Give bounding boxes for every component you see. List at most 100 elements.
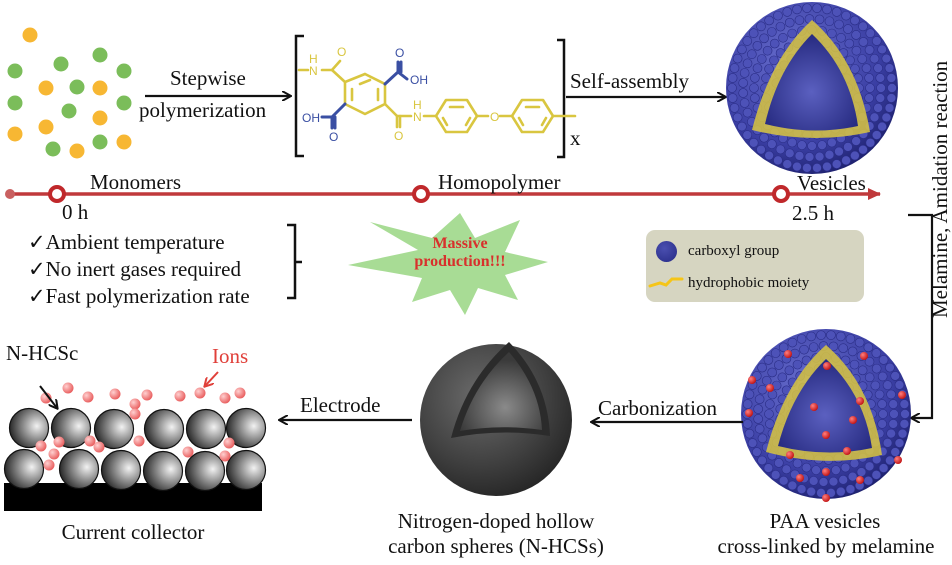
vesicle-bead	[865, 28, 876, 39]
vesicle-bead	[799, 344, 809, 355]
vesicle-bead	[727, 83, 737, 93]
vesicle-bead	[865, 137, 876, 148]
vesicle-bead	[847, 346, 858, 357]
timeline-time-monomers: 0 h	[62, 200, 89, 224]
vesicle-bead	[816, 330, 826, 340]
vesicle-bead	[885, 455, 895, 466]
check-icon: ✓	[28, 257, 46, 281]
vesicle-bead	[851, 45, 862, 56]
vesicle-bead	[884, 103, 895, 113]
vesicle-bead	[841, 155, 851, 166]
legend-label-hydrophobic: hydrophobic moiety	[688, 275, 810, 291]
vesicle-bead	[792, 458, 803, 469]
monomer-green-dot	[116, 95, 132, 111]
melamine-crosslink-dot	[843, 447, 851, 455]
vesicle-bead	[888, 399, 899, 409]
vesicle-bead	[764, 409, 774, 419]
vesicle-bead	[729, 63, 740, 73]
melamine-crosslink-dot	[822, 494, 830, 502]
vesicle-bead	[864, 73, 874, 83]
monomer-green-dot	[53, 56, 69, 72]
melamine-crosslink-dot	[786, 451, 794, 459]
n-hcs-ball	[184, 450, 226, 492]
vesicle-bead	[827, 28, 837, 39]
monomer-green-dot	[7, 63, 23, 79]
paa-caption-line1: PAA vesicles	[769, 509, 881, 533]
vesicle-bead	[784, 17, 795, 28]
vesicle-bead	[836, 331, 846, 342]
vesicle-bead	[828, 476, 839, 487]
vesicle-bead	[877, 44, 887, 55]
melamine-crosslink-dot	[856, 397, 864, 405]
vesicle-bead	[737, 121, 747, 132]
vesicle-bead	[757, 362, 767, 373]
monomer-orange-dot	[92, 80, 108, 96]
vesicle-bead	[890, 447, 901, 457]
vesicle-bead	[765, 399, 775, 409]
melamine-crosslink-dot	[894, 456, 902, 464]
monomer-green-dot	[92, 47, 108, 63]
timeline-label-monomers: Monomers	[90, 170, 181, 194]
blue-sphere-icon	[656, 241, 677, 262]
timeline-node-homopolymer	[412, 185, 430, 203]
vesicle-bead	[886, 428, 896, 439]
vesicle-bead	[882, 438, 893, 448]
vesicle-bead	[869, 112, 880, 123]
vesicle-bead	[756, 21, 766, 32]
n-hcs-ball	[142, 450, 184, 492]
timeline-label-homopolymer: Homopolymer	[438, 170, 561, 194]
vesicle-bead	[781, 464, 792, 475]
n-hcs-ball	[93, 408, 135, 450]
ion-particle	[53, 436, 65, 448]
vesicle-bead	[814, 151, 825, 162]
vesicle-bead	[889, 409, 899, 419]
vesicle-bead	[801, 462, 812, 473]
ion-particle	[43, 459, 55, 471]
vesicle-bead	[822, 4, 832, 15]
self-assembly-label: Self-assembly	[570, 69, 689, 93]
vesicle-bead	[761, 375, 772, 386]
vesicle-bead	[732, 112, 743, 123]
vesicle-bead	[875, 73, 886, 83]
vesicle-bead	[863, 342, 874, 353]
vesicle-bead	[744, 389, 755, 400]
vesicle-bead	[838, 474, 848, 485]
vesicle-bead	[812, 163, 822, 173]
vesicle-bead	[727, 93, 738, 103]
vesicle-bead	[878, 463, 889, 473]
vesicle-bead	[851, 136, 861, 146]
vesicle-bead	[756, 54, 767, 64]
vesicle-bead	[885, 362, 895, 373]
vesicle-bead	[778, 342, 789, 353]
vesicle-bead	[759, 33, 769, 44]
vesicle-bead	[767, 27, 777, 37]
n-hcs-ball	[225, 407, 267, 449]
vesicle-bead	[845, 55, 855, 66]
vesicle-bead	[742, 419, 753, 429]
melamine-crosslink-dot	[745, 409, 753, 417]
vesicle-bead	[847, 471, 858, 482]
vesicle-bead	[806, 486, 816, 497]
nhcs-caption-line1: Nitrogen-doped hollow	[397, 509, 595, 533]
vesicle-bead	[763, 463, 774, 473]
vesicle-bead	[817, 140, 827, 150]
melamine-crosslink-dot	[766, 384, 774, 392]
melamine-crosslink-dot	[849, 416, 857, 424]
vesicle-bead	[782, 7, 793, 17]
vesicle-bead	[792, 161, 802, 172]
vesicle-bead	[888, 419, 899, 429]
advantage-item: ✓No inert gases required	[28, 257, 241, 281]
vesicle-bead	[784, 148, 795, 159]
vesicle-bead	[878, 355, 889, 365]
legend-label-carboxyl: carboxyl group	[688, 243, 780, 259]
vesicle-bead	[742, 107, 753, 118]
n-hcs-ball	[185, 408, 227, 450]
ion-particle	[182, 446, 194, 458]
vesicle-bead	[742, 36, 753, 46]
vesicle-bead	[831, 159, 842, 169]
vesicle-bead	[763, 355, 774, 365]
timeline-node-vesicles	[772, 185, 790, 203]
vesicle-bead	[748, 137, 759, 148]
vesicle-bead	[886, 389, 896, 400]
melamine-crosslink-dot	[796, 474, 804, 482]
